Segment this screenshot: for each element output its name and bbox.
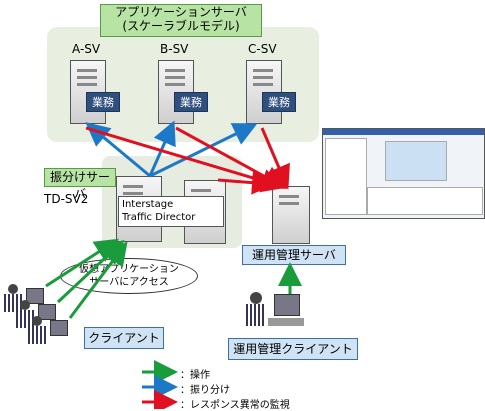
client-arrow-3 — [68, 241, 128, 319]
dist-arrow-a — [85, 122, 151, 178]
ops-server-icon — [272, 186, 310, 244]
server-name-c: C-SV — [248, 42, 277, 56]
product-label-line1: Interstage — [122, 199, 174, 210]
client-label: クライアント — [84, 327, 164, 349]
product-label: Interstage Traffic Director — [118, 196, 224, 227]
legend-operation-text: ：操作 — [180, 370, 210, 381]
task-tag-c: 業務 — [262, 92, 296, 112]
client-person-1-icon — [4, 284, 44, 314]
monitor-arrow-c — [260, 127, 290, 190]
app-server-title: アプリケーションサーバ (スケーラブルモデル) — [100, 4, 262, 37]
app-server-title-line2: (スケーラブルモデル) — [122, 19, 240, 34]
console-screenshot-image — [322, 128, 485, 219]
client-person-3-icon — [28, 316, 68, 346]
task-tag-a: 業務 — [86, 92, 120, 112]
dist-server-title: 振分けサーバ — [44, 168, 116, 201]
callout-line1: 仮想アプリケーション — [79, 264, 179, 275]
app-server-title-line1: アプリケーションサーバ — [115, 5, 247, 19]
dist-server-name: TD-SV2 — [44, 192, 89, 206]
dist-arrow-c — [149, 123, 258, 178]
monitor-arrow-a — [85, 126, 286, 193]
ops-client-person-icon — [246, 292, 306, 332]
legend-distribution-text: ：振り分け — [180, 385, 230, 396]
client-person-2-icon — [16, 300, 56, 330]
task-tag-b: 業務 — [174, 92, 208, 112]
server-name-a: A-SV — [72, 42, 101, 56]
monitor-arrow-dist — [217, 170, 276, 195]
server-name-b: B-SV — [160, 42, 189, 56]
legend-monitor-text: ：レスポンス異常の監視 — [180, 400, 290, 411]
ops-client-label: 運用管理クライアント — [228, 338, 358, 360]
callout-line2: サーバにアクセス — [89, 277, 169, 288]
product-label-line2: Traffic Director — [122, 211, 196, 223]
